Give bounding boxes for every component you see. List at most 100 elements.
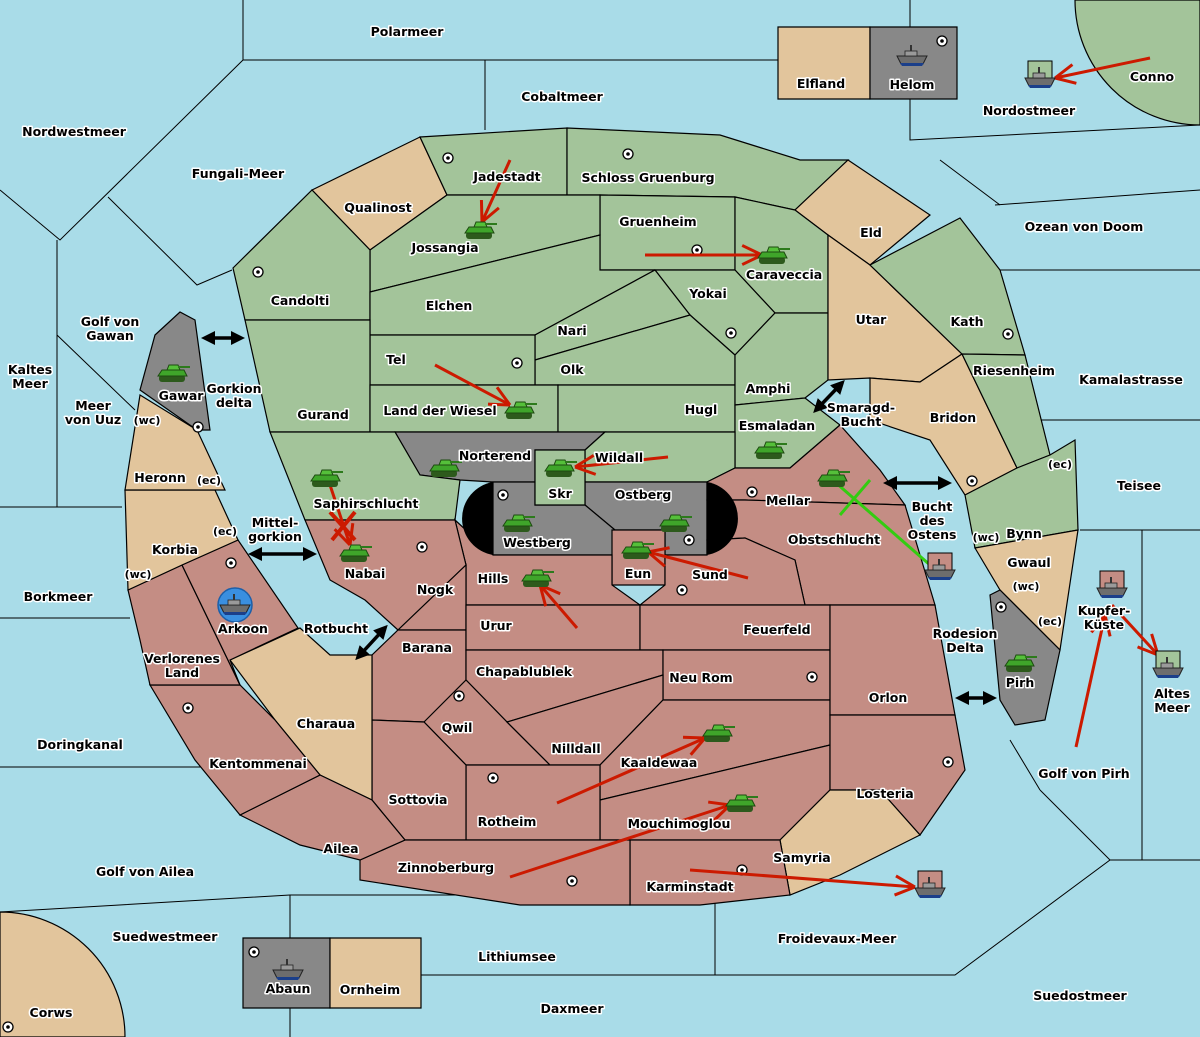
fleet-ship-icon[interactable]	[924, 552, 956, 581]
province-label-arkoon: Arkoon	[218, 621, 268, 636]
province-label-neurom: Neu Rom	[669, 670, 732, 685]
map-markers	[2, 35, 1014, 1033]
province-label-elchen: Elchen	[426, 298, 473, 313]
sea-label-kaltes: Meer	[12, 376, 48, 391]
province-label-urur: Urur	[480, 618, 512, 633]
sea-label-golf_ailea: Golf von Ailea	[96, 864, 194, 879]
province-label-wiesel: Land der Wiesel	[383, 403, 496, 418]
coast-tag: (ec)	[1048, 458, 1072, 471]
fleet-ship-icon[interactable]	[1152, 650, 1184, 679]
province-label-chapablublek: Chapablublek	[476, 664, 573, 679]
supply-center-icon	[691, 244, 703, 256]
province-label-schloss: Schloss Gruenburg	[581, 170, 714, 185]
province-label-eld: Eld	[860, 225, 882, 240]
province-conno[interactable]	[1074, 0, 1200, 126]
province-label-heronn: Heronn	[134, 470, 186, 485]
sea-label-fungali: Fungali-Meer	[192, 166, 285, 181]
province-label-abaun: Abaun	[266, 981, 311, 996]
province-label-corws: Corws	[30, 1005, 73, 1020]
province-skr[interactable]	[534, 449, 586, 506]
fleet-ship-icon[interactable]	[217, 587, 253, 623]
sea-label-rotbucht: Rotbucht	[304, 621, 368, 636]
fleet-ship-icon[interactable]	[1024, 60, 1056, 89]
supply-center-icon	[511, 357, 523, 369]
supply-center-icon	[497, 489, 509, 501]
supply-center-icon	[995, 601, 1007, 613]
province-label-saphirschlucht: Saphirschlucht	[314, 496, 419, 511]
province-label-mouchimoglou: Mouchimoglou	[628, 816, 731, 831]
province-label-barana: Barana	[402, 640, 452, 655]
coast-tag: (wc)	[973, 531, 1000, 544]
province-gruenheim[interactable]	[599, 194, 736, 271]
province-label-esmaladan: Esmaladan	[739, 418, 815, 433]
sea-label-suedwestmeer: Suedwestmeer	[113, 929, 219, 944]
province-label-zinnoberburg: Zinnoberburg	[398, 860, 494, 875]
move-order-arrow	[1054, 56, 1151, 85]
province-jadestadt[interactable]	[419, 127, 568, 196]
province-ornheim[interactable]	[329, 937, 422, 1009]
province-label-eun: Eun	[625, 566, 651, 581]
province-label-olk: Olk	[560, 362, 584, 377]
province-label-samyria: Samyria	[773, 850, 831, 865]
sea-label-lithiumsee: Lithiumsee	[478, 949, 556, 964]
move-order-arrow	[1074, 614, 1112, 748]
supply-center-icon	[622, 148, 634, 160]
province-label-bridon: Bridon	[930, 410, 976, 425]
province-label-karminstadt: Karminstadt	[646, 879, 733, 894]
province-label-nari: Nari	[557, 323, 586, 338]
supply-center-icon	[1002, 328, 1014, 340]
sea-label-teisee: Teisee	[1117, 478, 1161, 493]
sea-label-froidevaux: Froidevaux-Meer	[778, 931, 897, 946]
coast-tag: (ec)	[213, 525, 237, 538]
supply-center-icon	[192, 421, 204, 433]
province-label-pirh: Pirh	[1006, 675, 1035, 690]
sea-border	[107, 196, 233, 286]
sea-border	[56, 334, 136, 411]
province-label-kath: Kath	[951, 314, 984, 329]
impassable-east	[707, 482, 738, 555]
supply-center-icon	[248, 946, 260, 958]
failed-order-mark	[328, 510, 357, 542]
province-kath[interactable]	[868, 217, 1026, 356]
sea-label-borkmeer: Borkmeer	[24, 589, 94, 604]
sea-label-kaltes: Kaltes	[8, 362, 52, 377]
province-label-hills: Hills	[478, 571, 509, 586]
fleet-ship-icon[interactable]	[1096, 570, 1128, 599]
double-arrow-icon	[355, 624, 388, 661]
province-label-helom: Helom	[890, 77, 935, 92]
province-label-conno: Conno	[1130, 69, 1175, 84]
sea-label-suedostmeer: Suedostmeer	[1033, 988, 1127, 1003]
supply-center-icon	[487, 772, 499, 784]
province-label-gawar: Gawar	[159, 388, 205, 403]
supply-center-icon	[683, 534, 695, 546]
sea-label-cobaltmeer: Cobaltmeer	[521, 89, 603, 104]
province-label-kaaldewaa: Kaaldewaa	[621, 755, 698, 770]
sea-label-nordostmeer: Nordostmeer	[983, 103, 1076, 118]
sea-label-doringkanal: Doringkanal	[37, 737, 123, 752]
sea-label-nordwestmeer: Nordwestmeer	[22, 124, 127, 139]
sea-border	[0, 59, 244, 241]
province-corws[interactable]	[0, 911, 126, 1037]
province-label-feuerfeld: Feuerfeld	[743, 622, 810, 637]
province-label-kentommenai: Kentommenai	[209, 756, 307, 771]
supply-center-icon	[566, 875, 578, 887]
sea-label-mittelgorkion: Mittel-	[252, 515, 299, 530]
labels: PolarmeerCobaltmeerNordwestmeerFungali-M…	[6, 23, 1192, 1022]
province-candolti[interactable]	[232, 189, 371, 321]
province-label-nabai: Nabai	[345, 566, 386, 581]
fleet-ship-icon[interactable]	[914, 870, 946, 899]
cut-support-order	[834, 479, 931, 567]
supply-center-icon	[942, 756, 954, 768]
sea-border	[939, 159, 1001, 206]
province-label-skr: Skr	[548, 486, 572, 501]
province-label-wildall: Wildall	[595, 450, 643, 465]
supply-center-icon	[225, 557, 237, 569]
province-label-korbia: Korbia	[152, 542, 198, 557]
sea-label-rodesion: Rodesion	[933, 626, 998, 641]
supply-center-icon	[746, 486, 758, 498]
province-label-losteria: Losteria	[856, 786, 913, 801]
province-heronn[interactable]	[124, 394, 226, 491]
coast-tag: (wc)	[134, 414, 161, 427]
supply-center-icon	[416, 541, 428, 553]
